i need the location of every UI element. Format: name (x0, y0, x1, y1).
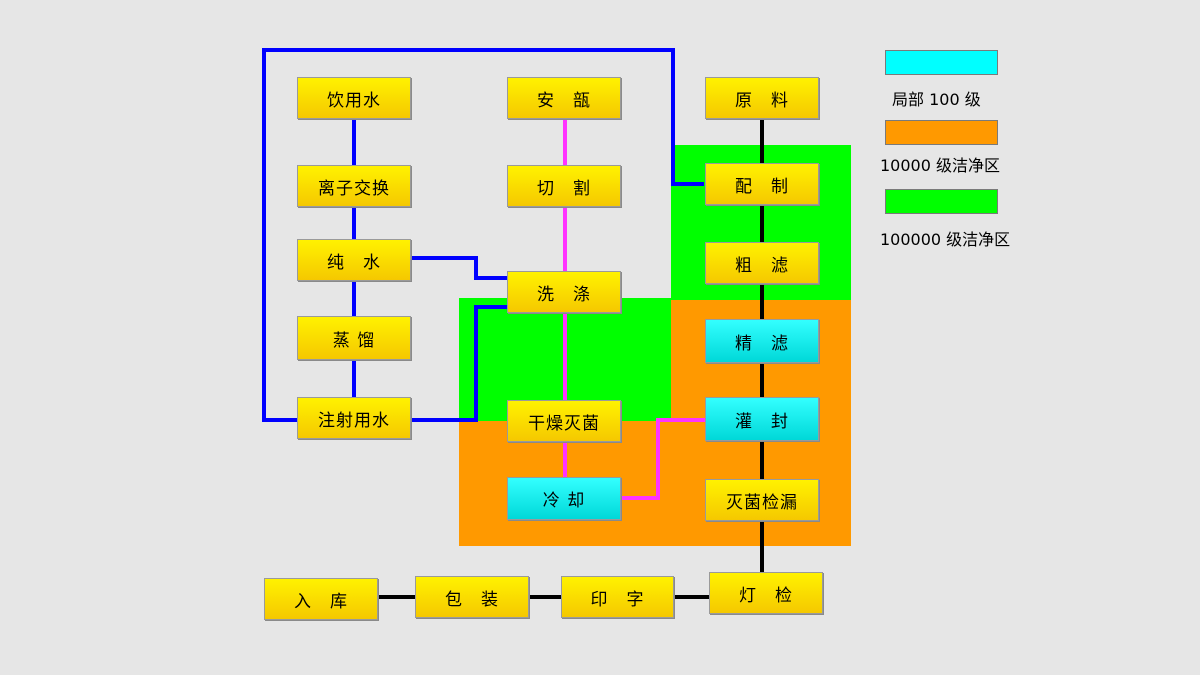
legend-swatch-class-100000 (885, 189, 998, 214)
node-drying-sterilization: 干燥灭菌 (507, 400, 621, 442)
node-packing: 包 装 (415, 576, 529, 618)
node-coarse-filter: 粗 滤 (705, 242, 819, 284)
legend-label-class-10000: 10000 级洁净区 (880, 156, 1000, 175)
node-cooling: 冷 却 (507, 477, 621, 520)
node-injection-water: 注射用水 (297, 397, 411, 439)
line-cooling-filling (621, 418, 705, 500)
node-distillation: 蒸 馏 (297, 316, 411, 360)
node-cutting: 切 割 (507, 165, 621, 207)
node-filling-sealing: 灌 封 (705, 397, 819, 441)
node-pure-water: 纯 水 (297, 239, 411, 281)
node-ion-exchange: 离子交换 (297, 165, 411, 207)
node-compounding: 配 制 (705, 163, 819, 205)
line-injection-washing (411, 305, 508, 422)
node-light-inspection: 灯 检 (709, 572, 823, 614)
node-ampoule: 安 瓿 (507, 77, 621, 119)
node-sterilize-leak-test: 灭菌检漏 (705, 479, 819, 521)
legend-swatch-class-10000 (885, 120, 998, 145)
line-pure-washing (411, 256, 508, 280)
node-storage: 入 库 (264, 578, 378, 620)
node-printing: 印 字 (561, 576, 674, 618)
node-washing: 洗 涤 (507, 271, 621, 313)
legend-label-class-100000: 100000 级洁净区 (880, 230, 1011, 249)
water-supply-lines (262, 48, 704, 422)
ampoule-lines (563, 119, 705, 500)
main-process-lines (378, 119, 764, 599)
node-raw-material: 原 料 (705, 77, 819, 119)
node-drinking-water: 饮用水 (297, 77, 411, 119)
legend-label-local-100: 局部 100 级 (892, 90, 981, 109)
line-injection-compounding (262, 48, 704, 422)
legend-swatch-local-100 (885, 50, 998, 75)
node-fine-filter: 精 滤 (705, 319, 819, 363)
